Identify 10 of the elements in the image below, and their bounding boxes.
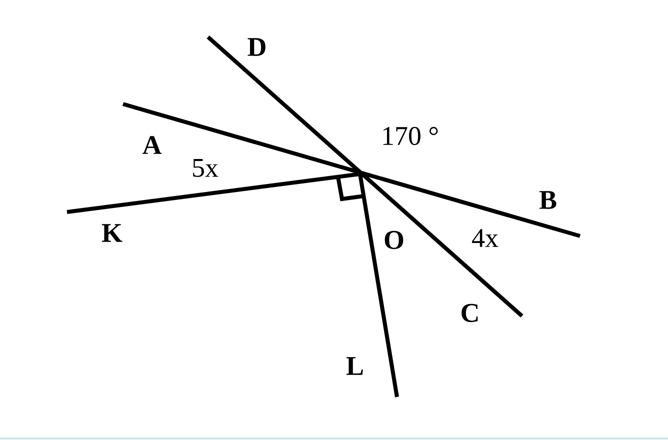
angle-label: 4x (472, 229, 498, 247)
point-label: O (384, 230, 404, 250)
point-label: B (539, 191, 556, 209)
angle-label: 170 ° (383, 126, 438, 146)
point-label: L (346, 357, 363, 375)
point-label: C (462, 304, 478, 322)
point-label: K (102, 224, 122, 242)
point-label: A (142, 136, 162, 154)
point-label: D (248, 38, 266, 56)
angle-label: 5x (193, 159, 218, 177)
